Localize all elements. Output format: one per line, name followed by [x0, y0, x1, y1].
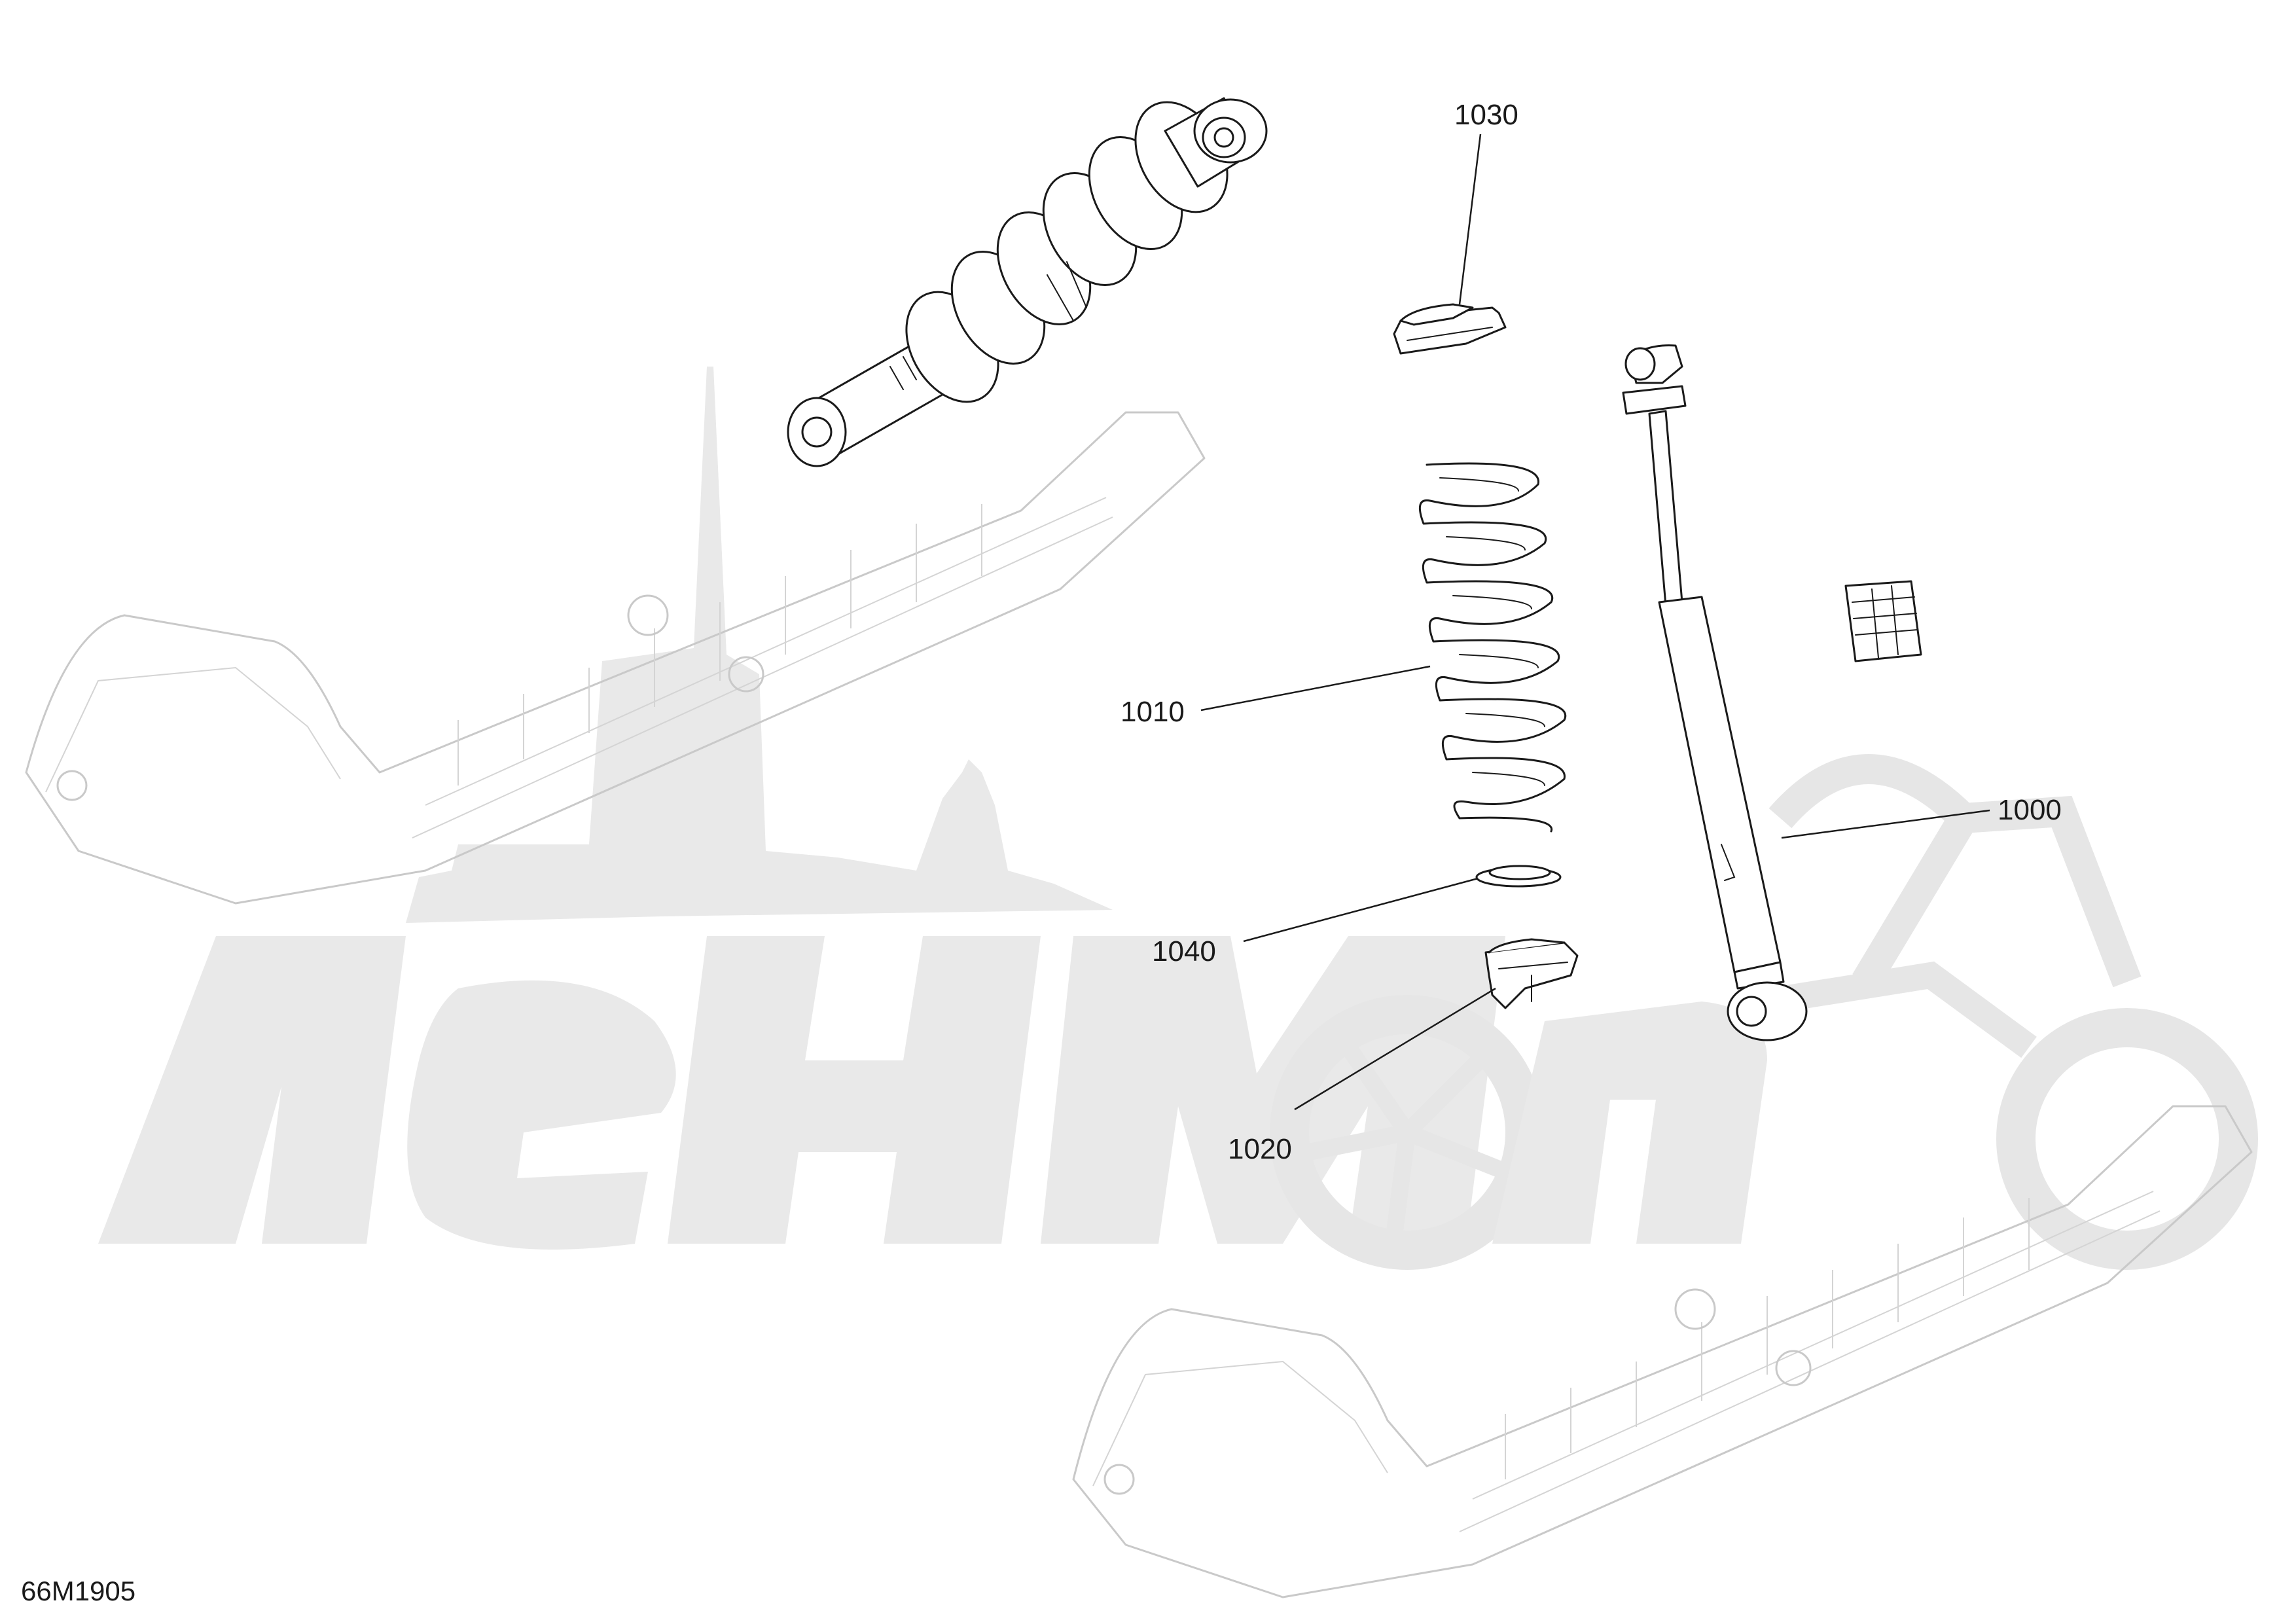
ski-left-ghost [25, 411, 1206, 905]
spring [1418, 462, 1567, 833]
watermark-logo [98, 367, 2258, 1270]
ski-right-ghost [1072, 1105, 2253, 1598]
callout-1000: 1000 [1998, 794, 2062, 826]
leader-lines [1200, 134, 1990, 1111]
callout-1040: 1040 [1152, 935, 1216, 967]
callout-1010: 1010 [1121, 696, 1185, 728]
shock-absorber [1622, 344, 1808, 1041]
shock-label-decal [1844, 580, 1922, 662]
spring-seat-lower [1475, 865, 1562, 888]
callout-1030: 1030 [1454, 99, 1518, 131]
leader-1030 [1458, 134, 1482, 305]
leader-1010 [1200, 665, 1431, 712]
shock-assembly-assembled [787, 97, 1268, 467]
leader-1040 [1243, 877, 1479, 943]
leader-1020 [1294, 987, 1496, 1111]
leader-1000 [1781, 809, 1990, 839]
callout-1020: 1020 [1228, 1133, 1292, 1165]
drawing-code: 66M1905 [21, 1576, 135, 1606]
assembled-spring-coils [905, 101, 1229, 403]
spring-seat-upper [1393, 303, 1507, 355]
spring-stopper-lower [1484, 938, 1579, 1009]
